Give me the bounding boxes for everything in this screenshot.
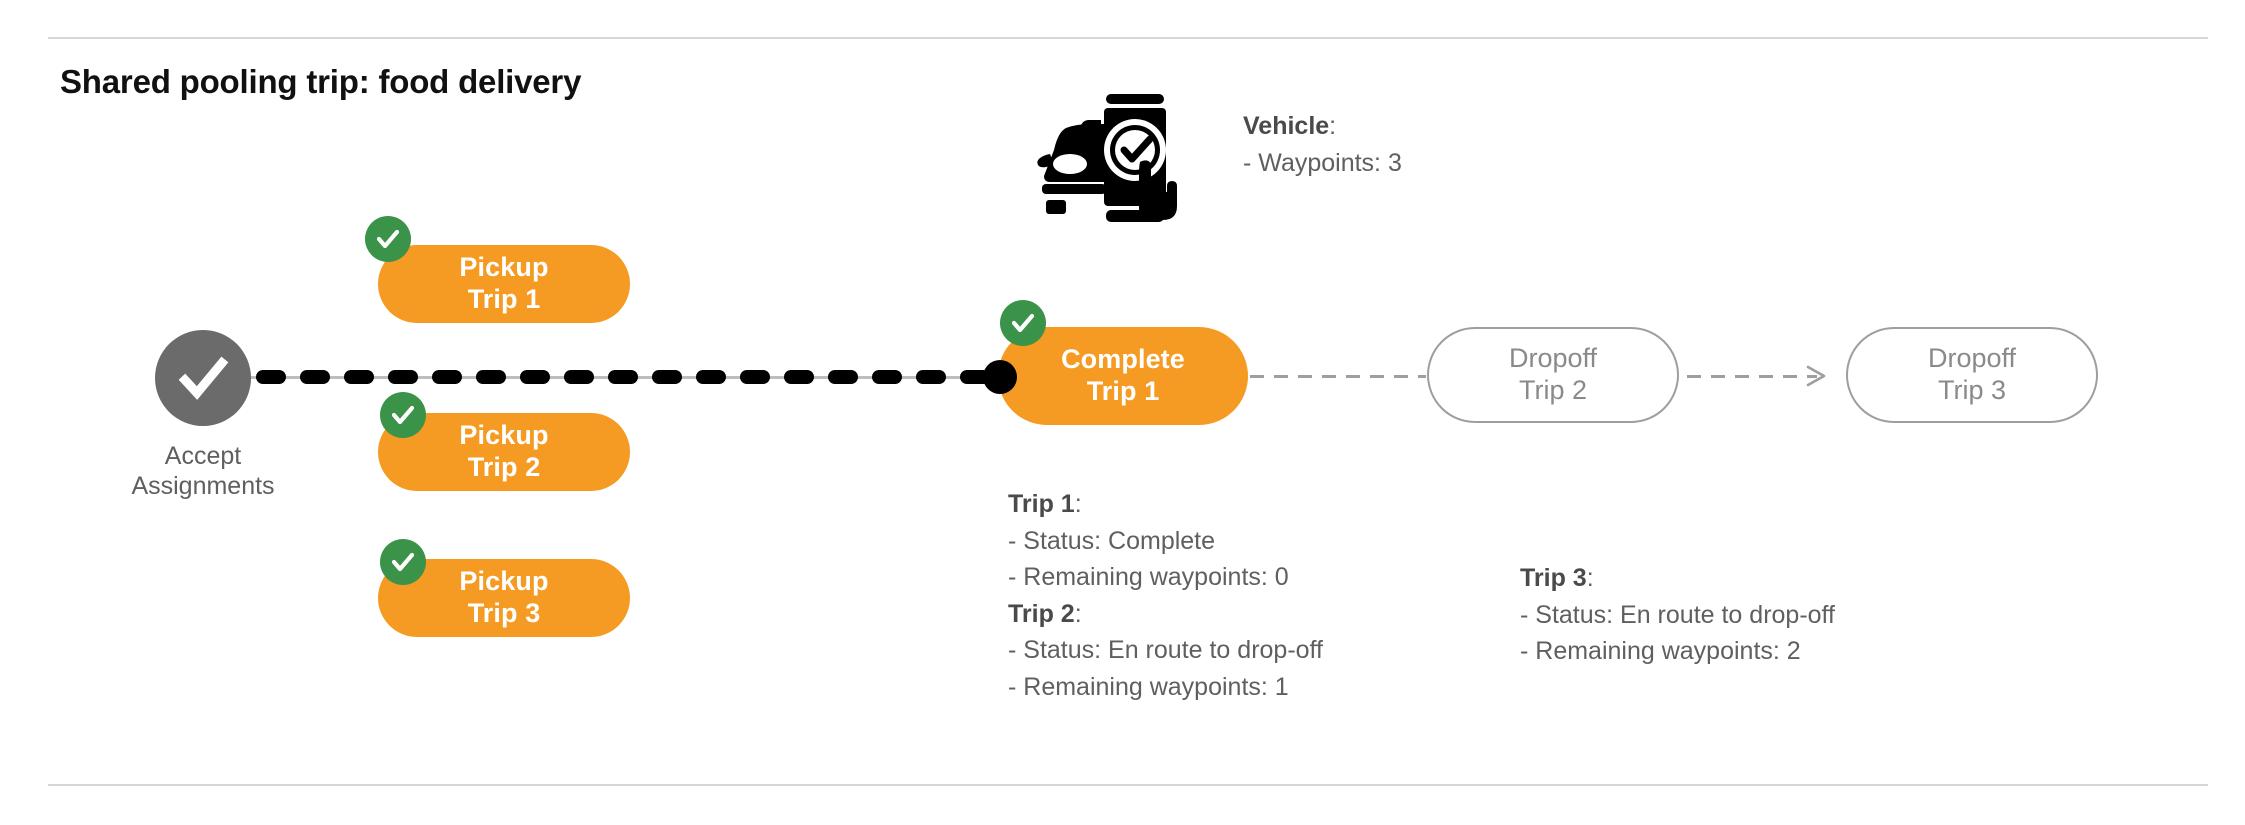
connector-dash-segment (432, 370, 462, 384)
trip-3-waypoints: - Remaining waypoints: 2 (1520, 637, 1801, 665)
connector-arrow-head (1806, 363, 1832, 394)
connector-dropoff2-to-dropoff3 (1687, 375, 1817, 378)
connector-dash-segment (652, 370, 682, 384)
trip-3-heading-colon: : (1586, 564, 1594, 592)
complete-trip-1-node[interactable]: Complete Trip 1 (998, 327, 1248, 425)
pickup-trip-3-check-badge (380, 539, 426, 585)
top-divider (48, 37, 2208, 39)
vehicle-heading-row: Vehicle: (1243, 108, 1402, 145)
connector-dash-segment (256, 370, 286, 384)
accept-label-line1: Accept (164, 442, 242, 470)
connector-dash-segment (388, 370, 418, 384)
accept-assignments-label: Accept Assignments (103, 442, 303, 501)
accept-assignments-node[interactable] (155, 330, 251, 426)
connector-dash-segment (344, 370, 374, 384)
connector-dash-segment (872, 370, 902, 384)
pickup-trip-2-check-badge (380, 392, 426, 438)
check-badge-icon (391, 405, 415, 425)
trip-3-heading-row: Trip 3: (1520, 560, 1835, 597)
trip-2-heading-row: Trip 2: (1008, 596, 1323, 633)
connector-dash-segment (564, 370, 594, 384)
connector-dash-segment (784, 370, 814, 384)
pickup-trip-1-line2: Trip 1 (467, 284, 541, 314)
dropoff-trip-2-node[interactable]: Dropoff Trip 2 (1427, 327, 1679, 423)
connector-dash-segment (476, 370, 506, 384)
dropoff-trip-2-line2: Trip 2 (1518, 375, 1587, 405)
trip-info-left-block: Trip 1: - Status: Complete - Remaining w… (1008, 486, 1323, 705)
pickup-trip-2-line1: Pickup (459, 420, 549, 451)
trip-2-waypoints: - Remaining waypoints: 1 (1008, 672, 1289, 701)
page-title: Shared pooling trip: food delivery (60, 63, 582, 100)
dropoff-trip-3-line1: Dropoff (1927, 343, 2017, 374)
pickup-trip-3-line1: Pickup (459, 566, 549, 597)
vehicle-heading-colon: : (1329, 112, 1337, 140)
connector-dash-segment (916, 370, 946, 384)
connector-accept-to-complete (256, 370, 1002, 384)
trip-1-status: - Status: Complete (1008, 526, 1216, 555)
car-phone-check-icon (1028, 90, 1178, 225)
vehicle-heading: Vehicle (1243, 112, 1330, 140)
pickup-trip-2-line2: Trip 2 (467, 452, 541, 482)
trip-1-heading-row: Trip 1: (1008, 486, 1323, 523)
pickup-trip-1-check-badge (365, 216, 411, 262)
dropoff-trip-2-line1: Dropoff (1508, 343, 1598, 374)
trip-2-heading: Trip 2 (1008, 599, 1075, 628)
complete-trip-1-line2: Trip 1 (1086, 376, 1160, 406)
check-badge-icon (376, 229, 400, 249)
pickup-trip-1-node[interactable]: Pickup Trip 1 (378, 245, 630, 323)
trip-2-status: - Status: En route to drop-off (1008, 636, 1323, 664)
trip-3-status: - Status: En route to drop-off (1520, 600, 1835, 629)
check-badge-icon (1011, 313, 1035, 333)
connector-dash-segment (300, 370, 330, 384)
vehicle-info-block: Vehicle: - Waypoints: 3 (1243, 108, 1402, 181)
bottom-divider (48, 784, 2208, 786)
dropoff-trip-3-node[interactable]: Dropoff Trip 3 (1846, 327, 2098, 423)
vehicle-waypoints: - Waypoints: 3 (1243, 148, 1402, 177)
pickup-trip-1-line1: Pickup (459, 252, 549, 283)
pickup-trip-2-node[interactable]: Pickup Trip 2 (378, 413, 630, 491)
accept-label-line2: Assignments (131, 471, 275, 500)
connector-dash-segment (520, 370, 550, 384)
connector-end-dot (983, 360, 1017, 394)
dropoff-trip-3-line2: Trip 3 (1937, 375, 2006, 405)
trip-1-waypoints: - Remaining waypoints: 0 (1008, 563, 1289, 591)
connector-complete-to-dropoff2 (1250, 375, 1426, 378)
connector-dash-segment (828, 370, 858, 384)
trip-info-right-block: Trip 3: - Status: En route to drop-off -… (1520, 560, 1835, 670)
connector-dash-segment (960, 370, 990, 384)
complete-trip-1-line1: Complete (1061, 344, 1185, 375)
connector-dash-segment (608, 370, 638, 384)
trip-1-heading-colon: : (1074, 490, 1082, 518)
trip-1-heading: Trip 1 (1008, 490, 1075, 518)
check-badge-icon (391, 552, 415, 572)
connector-dash-segment (696, 370, 726, 384)
trip-2-heading-colon: : (1074, 599, 1082, 628)
check-circle-icon (178, 356, 229, 400)
pickup-trip-3-line2: Trip 3 (467, 598, 541, 628)
connector-dash-segment (740, 370, 770, 384)
trip-3-heading: Trip 3 (1520, 564, 1587, 592)
complete-trip-1-check-badge (1000, 300, 1046, 346)
